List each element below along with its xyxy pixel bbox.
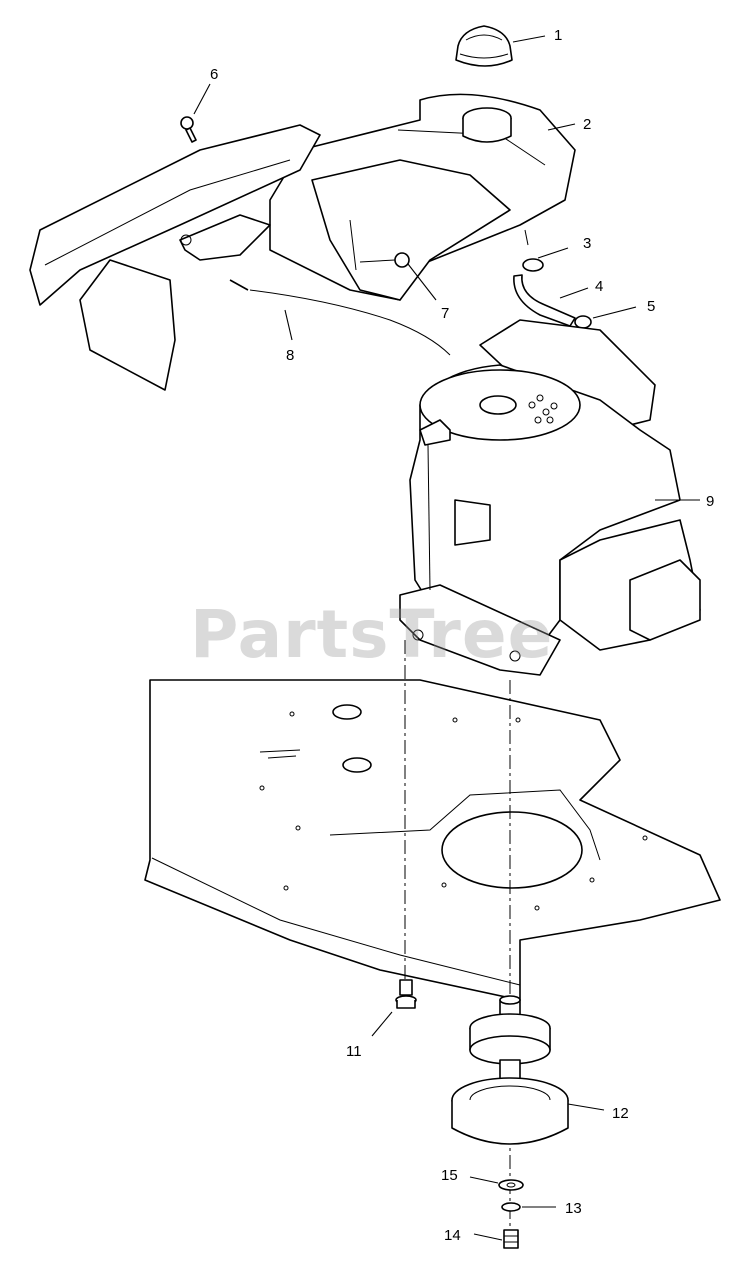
callout-13: 13 bbox=[565, 1200, 582, 1217]
engine-part-9[interactable] bbox=[399, 319, 701, 676]
callout-8: 8 bbox=[286, 347, 294, 364]
fuel-line-part-4[interactable] bbox=[513, 274, 576, 327]
callout-2: 2 bbox=[583, 116, 591, 133]
frame-plate[interactable] bbox=[144, 679, 721, 1001]
throttle-cable-part-8[interactable] bbox=[229, 279, 451, 356]
callout-11: 11 bbox=[346, 1043, 362, 1060]
washer-part-15[interactable] bbox=[498, 1179, 524, 1191]
callout-labels: 1 2 3 4 5 6 7 8 9 11 12 13 14 15 bbox=[210, 27, 714, 1244]
fuel-valve-part-7[interactable] bbox=[359, 252, 410, 268]
hose-clamp-part-3[interactable] bbox=[522, 258, 544, 272]
bolt-part-14[interactable] bbox=[503, 1229, 519, 1249]
callout-7: 7 bbox=[441, 305, 449, 322]
leader-lines bbox=[193, 35, 700, 1241]
callout-9: 9 bbox=[706, 493, 714, 510]
bolt-part-11[interactable] bbox=[395, 979, 417, 1009]
callout-15: 15 bbox=[441, 1167, 458, 1184]
screw-part-6[interactable] bbox=[180, 116, 197, 143]
callout-3: 3 bbox=[583, 235, 591, 252]
callout-1: 1 bbox=[554, 27, 562, 44]
callout-6: 6 bbox=[210, 66, 218, 83]
dash-panel-bracket[interactable] bbox=[29, 124, 321, 391]
callout-5: 5 bbox=[647, 298, 655, 315]
fuel-cap-part-1[interactable] bbox=[455, 25, 513, 67]
callout-4: 4 bbox=[595, 278, 603, 295]
callout-12: 12 bbox=[612, 1105, 629, 1122]
fuel-tank-part-2[interactable] bbox=[269, 93, 576, 301]
lock-washer-part-13[interactable] bbox=[501, 1202, 521, 1212]
callout-14: 14 bbox=[444, 1227, 461, 1244]
hose-clamp-part-5[interactable] bbox=[574, 315, 592, 329]
pulley-part-12[interactable] bbox=[451, 995, 569, 1145]
